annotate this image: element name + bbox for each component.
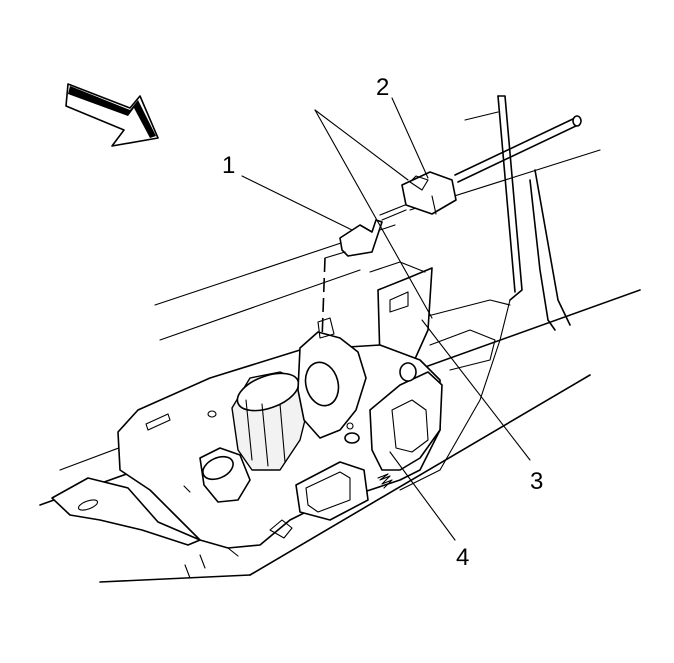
callout-1: 1: [222, 152, 236, 179]
callout-4: 4: [456, 544, 470, 571]
callout-3: 3: [530, 468, 544, 495]
door-latch-assembly: [51, 317, 443, 557]
leader-line-4: [389, 451, 456, 541]
clip-part-1: [321, 219, 383, 341]
leader-lines: [241, 97, 531, 541]
view-direction-arrow: [65, 83, 159, 147]
leader-line-3a: [314, 109, 433, 319]
connector-part-2: [379, 171, 457, 221]
callout-2: 2: [376, 74, 390, 101]
leader-line-3: [421, 319, 531, 461]
leader-line-2a: [314, 109, 409, 181]
leader-line-2: [391, 97, 429, 179]
leader-line-1: [241, 175, 353, 231]
